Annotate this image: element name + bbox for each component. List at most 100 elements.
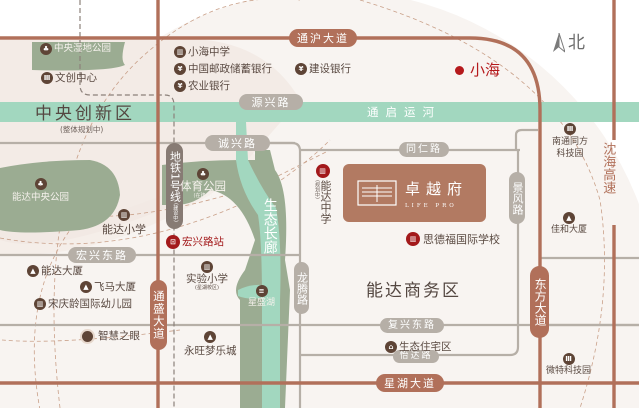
road-tongsheng: 通盛大道 bbox=[150, 280, 167, 350]
zone-business: 能达商务区 bbox=[366, 281, 461, 301]
road-chengxing: 诚兴路 bbox=[205, 135, 270, 151]
poi-ccb[interactable]: ¥ 建设银行 bbox=[295, 63, 351, 75]
museum-icon: Ⅲ bbox=[564, 123, 576, 135]
poi-label: 永旺梦乐城 bbox=[184, 345, 237, 357]
poi-label: 飞马大厦 bbox=[94, 280, 136, 293]
poi-label: 能达小学 bbox=[102, 223, 146, 236]
poi-note: (星湖校区) bbox=[195, 284, 219, 291]
poi-label: 宏兴路站 bbox=[182, 235, 224, 248]
poi-shiyan-primary[interactable]: ▥ 实验小学 (星湖校区) bbox=[186, 261, 228, 291]
school-icon: ▥ bbox=[406, 232, 420, 246]
poi-label: 农业银行 bbox=[188, 79, 230, 92]
poi-sports-park[interactable]: ♣ 体育公园 (在建中) bbox=[180, 168, 226, 199]
poi-wetland-park[interactable]: ♣ 中央湿地公园 bbox=[40, 43, 111, 55]
poi-label: 小海中学 bbox=[188, 45, 230, 58]
poi-label: 佳和大厦 bbox=[551, 225, 588, 235]
poi-yongwang-city[interactable]: ▲ 永旺梦乐城 bbox=[184, 331, 237, 357]
road-xinghu: 星湖大道 bbox=[376, 374, 444, 392]
metro-icon: ⊡ bbox=[166, 235, 180, 249]
road-tonghu: 通沪大道 bbox=[289, 29, 357, 47]
poi-xiaohai-middle[interactable]: ▥ 小海中学 bbox=[174, 46, 230, 58]
poi-feima-tower[interactable]: ▲ 飞马大厦 bbox=[80, 281, 136, 293]
project-badge[interactable]: 卓越府 LIFE PRO bbox=[343, 164, 486, 222]
poi-label: 能达大厦 bbox=[41, 264, 83, 277]
poi-label: 南通同方科技园 bbox=[551, 137, 588, 160]
poi-nengda-tower[interactable]: ▲ 能达大厦 bbox=[27, 265, 83, 277]
poi-label: 文创中心 bbox=[55, 71, 97, 84]
dot-icon bbox=[82, 331, 93, 342]
school-icon: ▥ bbox=[118, 209, 130, 221]
poi-label: 宋庆龄国际幼儿园 bbox=[48, 297, 132, 310]
poi-label: 建设银行 bbox=[309, 62, 351, 75]
poi-agri-bank[interactable]: ¥ 农业银行 bbox=[174, 80, 230, 92]
poi-smart-eye[interactable]: 智慧之眼 bbox=[82, 331, 140, 342]
poi-label: 星盛湖 bbox=[248, 298, 276, 308]
poi-label: 中央湿地公园 bbox=[54, 43, 112, 55]
road-jingfeng: 景风路 bbox=[509, 172, 525, 224]
poi-label: 体育公园 bbox=[180, 179, 226, 193]
road-dongfang: 东方大道 bbox=[530, 266, 549, 338]
project-name: 卓越府 bbox=[405, 179, 469, 198]
zone-central-innovation-note: (整体规划中) bbox=[60, 125, 104, 134]
compass: 北 bbox=[553, 33, 585, 53]
road-longteng-label: 龙腾路 bbox=[295, 271, 309, 305]
school-icon: ▥ bbox=[315, 164, 330, 178]
school-icon: ▥ bbox=[174, 46, 186, 58]
museum-icon: Ⅲ bbox=[562, 353, 575, 365]
bank-icon: ¥ bbox=[174, 80, 186, 92]
school-icon: ▥ bbox=[34, 298, 46, 310]
poi-label: 能达中央公园 bbox=[12, 192, 70, 203]
poi-nengda-middle[interactable]: ▥ (规划中) 能达中学 bbox=[314, 164, 332, 224]
town-xiaohai: 小海 bbox=[455, 63, 500, 78]
road-dongfang-label: 东方大道 bbox=[533, 278, 548, 326]
town-label: 小海 bbox=[470, 61, 501, 79]
poi-note: (规划中) bbox=[314, 180, 320, 199]
poi-jiahe-tower[interactable]: ▲ 佳和大厦 bbox=[551, 212, 587, 235]
compass-label: 北 bbox=[568, 32, 585, 53]
poi-label: 实验小学 bbox=[186, 273, 228, 285]
canal-tongqi: 通启运河 bbox=[367, 105, 441, 119]
poi-label: 生态住宅区 bbox=[399, 340, 452, 353]
museum-icon: Ⅲ bbox=[41, 72, 53, 84]
tree-icon: ♣ bbox=[34, 178, 47, 190]
poi-weite-park[interactable]: Ⅲ 微特科技园 bbox=[546, 353, 591, 376]
metro-line-label: 地铁1号线 bbox=[168, 150, 182, 202]
road-longteng: 龙腾路 bbox=[294, 262, 309, 314]
zone-central-innovation: 中央创新区 bbox=[35, 104, 135, 124]
tree-icon: ♣ bbox=[197, 168, 209, 180]
location-dot-icon bbox=[455, 66, 464, 75]
road-jingfeng-label: 景风路 bbox=[511, 181, 525, 215]
metro-line-1: 地铁1号线 (建设中) bbox=[166, 143, 183, 229]
poi-eco-residential[interactable]: ⌂ 生态住宅区 bbox=[385, 341, 452, 353]
bank-icon: ¥ bbox=[174, 63, 186, 75]
poi-nengda-primary[interactable]: ▥ 能达小学 bbox=[102, 209, 146, 235]
eco-corridor: 生态长廊 bbox=[261, 198, 278, 254]
poi-hongxing-station[interactable]: ⊡ 宏兴路站 bbox=[166, 235, 224, 249]
school-icon: ▥ bbox=[201, 261, 213, 273]
metro-line-note: (建设中) bbox=[172, 202, 179, 222]
lake-icon: ≡ bbox=[255, 285, 268, 297]
poi-label: 中国邮政储蓄银行 bbox=[188, 62, 272, 75]
road-fuxing-east: 复兴东路 bbox=[380, 318, 444, 333]
road-hongxing-east: 宏兴东路 bbox=[68, 247, 136, 263]
poi-postal-bank[interactable]: ¥ 中国邮政储蓄银行 bbox=[174, 63, 272, 75]
road-yida: 怡达路 bbox=[393, 350, 439, 363]
poi-label: 思德福国际学校 bbox=[423, 232, 500, 246]
road-tongsheng-label: 通盛大道 bbox=[151, 290, 166, 340]
tree-icon: ♣ bbox=[40, 43, 52, 55]
poi-nantong-tongfang[interactable]: Ⅲ 南通同方科技园 bbox=[550, 123, 590, 160]
poi-nengda-park[interactable]: ♣ 能达中央公园 bbox=[12, 178, 69, 203]
poi-soong-kindergarten[interactable]: ▥ 宋庆龄国际幼儿园 bbox=[34, 298, 132, 310]
tower-icon: ▲ bbox=[27, 265, 39, 277]
tower-icon: ▲ bbox=[563, 212, 575, 224]
poi-label: 能达中学 bbox=[319, 180, 332, 224]
house-icon: ⌂ bbox=[385, 341, 397, 353]
bank-icon: ¥ bbox=[295, 63, 307, 75]
road-tongren: 同仁路 bbox=[399, 142, 449, 157]
poi-culture-center[interactable]: Ⅲ 文创中心 bbox=[41, 72, 97, 84]
poi-sidefu-school[interactable]: ▥ 思德福国际学校 bbox=[406, 232, 500, 246]
poi-xingsheng-lake[interactable]: ≡ 星盛湖 bbox=[248, 285, 275, 308]
tower-icon: ▲ bbox=[80, 281, 92, 293]
poi-label: 微特科技园 bbox=[546, 366, 592, 376]
